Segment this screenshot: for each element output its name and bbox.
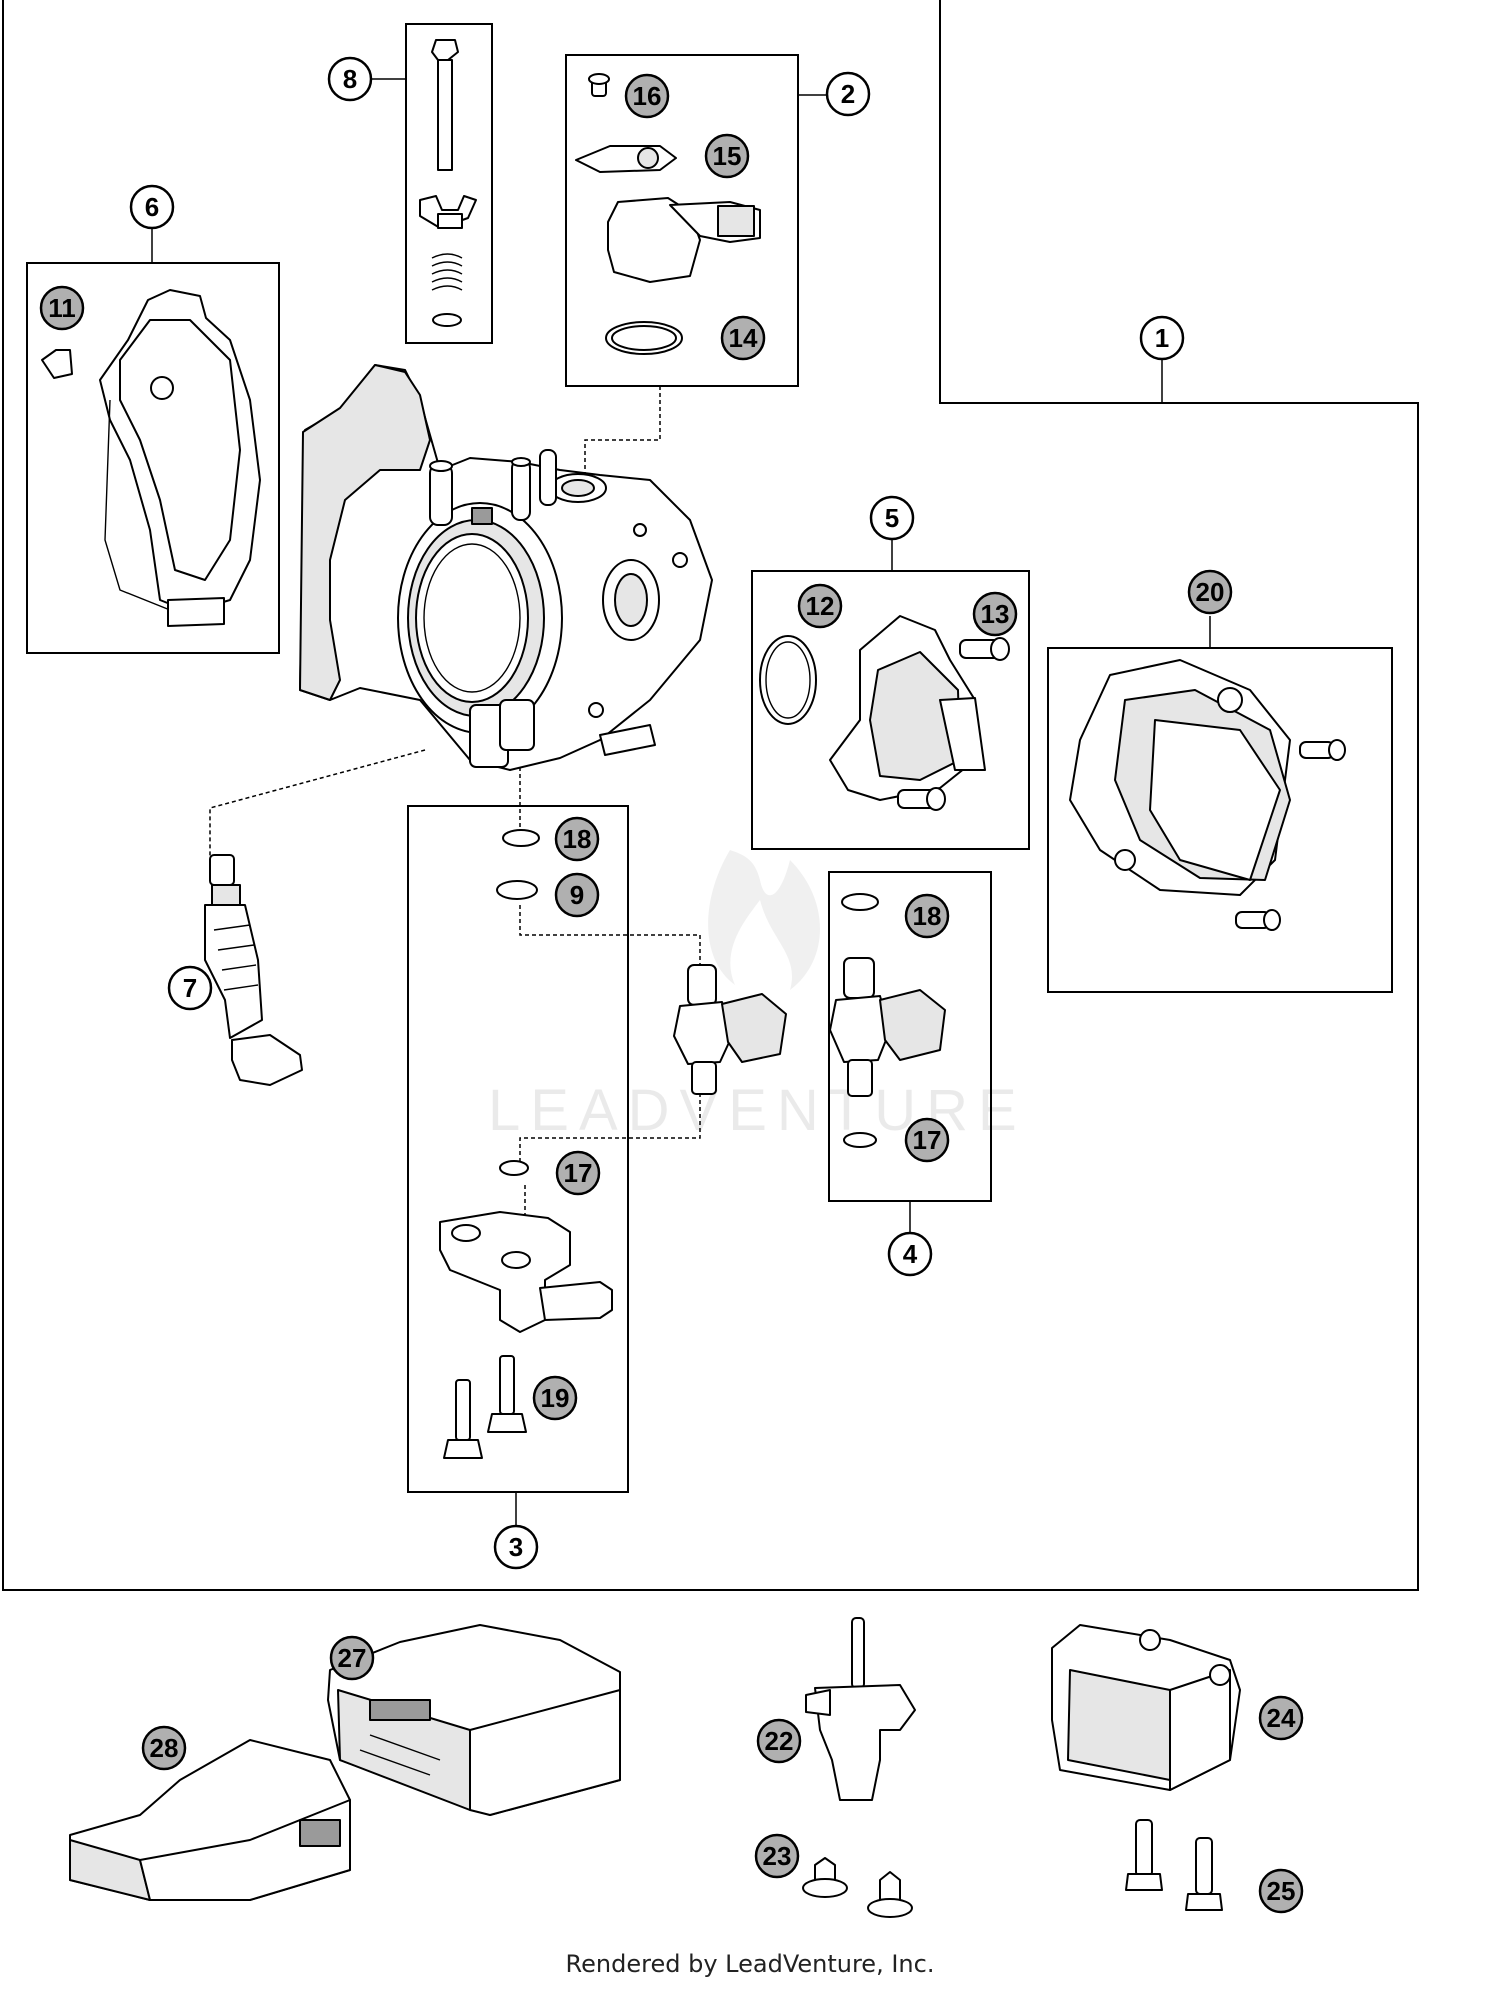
- callout-15-label: 15: [713, 141, 742, 171]
- throttle-body: [299, 364, 713, 771]
- callout-8[interactable]: 8: [327, 56, 373, 102]
- bracket-part-6: [41, 289, 261, 627]
- callout-4-label: 4: [903, 1239, 918, 1269]
- group-8-box: [405, 23, 493, 344]
- callout-22-label: 22: [765, 1726, 794, 1756]
- callout-19-label: 19: [541, 1383, 570, 1413]
- callout-6-label: 6: [145, 192, 159, 222]
- group-1-outline: [2, 0, 1419, 1591]
- callout-27-label: 27: [338, 1643, 367, 1673]
- callout-25[interactable]: 25: [1258, 1868, 1304, 1914]
- callout-3-label: 3: [509, 1532, 523, 1562]
- footer-credit: Rendered by LeadVenture, Inc.: [565, 1950, 935, 1978]
- callout-8-label: 8: [343, 64, 357, 94]
- callout-19[interactable]: 19: [532, 1375, 578, 1421]
- callout-1[interactable]: 1: [1139, 315, 1185, 361]
- callout-13-label: 13: [981, 599, 1010, 629]
- callout-18[interactable]: 18: [554, 816, 600, 862]
- callout-24[interactable]: 24: [1258, 1695, 1304, 1741]
- callout-28-label: 28: [150, 1733, 179, 1763]
- callout-17-repeat[interactable]: 17: [904, 1117, 950, 1163]
- leader-lines: [151, 78, 1211, 1525]
- callout-23-label: 23: [763, 1841, 792, 1871]
- callout-20[interactable]: 20: [1187, 569, 1233, 615]
- sensor-part-5: [759, 615, 1010, 811]
- callout-7-label: 7: [183, 973, 197, 1003]
- idle-screw-part: [419, 39, 477, 327]
- callout-28[interactable]: 28: [141, 1725, 187, 1771]
- callout-14-label: 14: [729, 323, 758, 353]
- callout-24-label: 24: [1267, 1703, 1296, 1733]
- injector-part-3: [439, 829, 787, 1459]
- callout-23[interactable]: 23: [754, 1833, 800, 1879]
- callout-17[interactable]: 17: [555, 1150, 601, 1196]
- callout-13[interactable]: 13: [972, 591, 1018, 637]
- callout-9[interactable]: 9: [554, 872, 600, 918]
- callout-1-label: 1: [1155, 323, 1169, 353]
- sensor-part-20: [1069, 659, 1346, 931]
- callout-12-label: 12: [806, 591, 835, 621]
- callout-5-label: 5: [885, 503, 899, 533]
- sensor-kit-part-2: [575, 73, 761, 355]
- callout-17-label: 17: [564, 1158, 593, 1188]
- callout-16-label: 16: [633, 81, 662, 111]
- temp-sensor-part-7: [204, 854, 303, 1086]
- callout-22[interactable]: 22: [756, 1718, 802, 1764]
- callout-5[interactable]: 5: [869, 495, 915, 541]
- group-5-box: [751, 570, 1030, 850]
- callout-9-label: 9: [570, 880, 584, 910]
- callout-11-label: 11: [48, 293, 76, 323]
- callout-6[interactable]: 6: [129, 184, 175, 230]
- callout-2[interactable]: 2: [825, 71, 871, 117]
- callout-2-label: 2: [841, 79, 855, 109]
- callout-4[interactable]: 4: [887, 1231, 933, 1277]
- callout-25-label: 25: [1267, 1876, 1296, 1906]
- callout-12[interactable]: 12: [797, 583, 843, 629]
- callout-18-label: 18: [563, 824, 592, 854]
- callout-3[interactable]: 3: [493, 1524, 539, 1570]
- injector-part-4: [829, 893, 946, 1148]
- callout-14[interactable]: 14: [720, 315, 766, 361]
- sensor-part-22: [802, 1617, 916, 1918]
- callout-20-label: 20: [1196, 577, 1225, 607]
- group-20-box: [1047, 647, 1393, 993]
- group-3-box: [407, 805, 629, 1493]
- callout-7[interactable]: 7: [167, 965, 213, 1011]
- callout-15[interactable]: 15: [704, 133, 750, 179]
- group-6-box: [26, 262, 280, 654]
- callout-18-repeat[interactable]: 18: [904, 893, 950, 939]
- callout-16[interactable]: 16: [624, 73, 670, 119]
- module-part-28: [69, 1739, 351, 1901]
- group-2-box: [565, 54, 799, 387]
- callout-18-repeat-label: 18: [913, 901, 942, 931]
- callout-27[interactable]: 27: [329, 1635, 375, 1681]
- callout-11[interactable]: 11: [39, 285, 85, 331]
- callout-17-repeat-label: 17: [913, 1125, 942, 1155]
- sensor-part-24: [1051, 1624, 1241, 1911]
